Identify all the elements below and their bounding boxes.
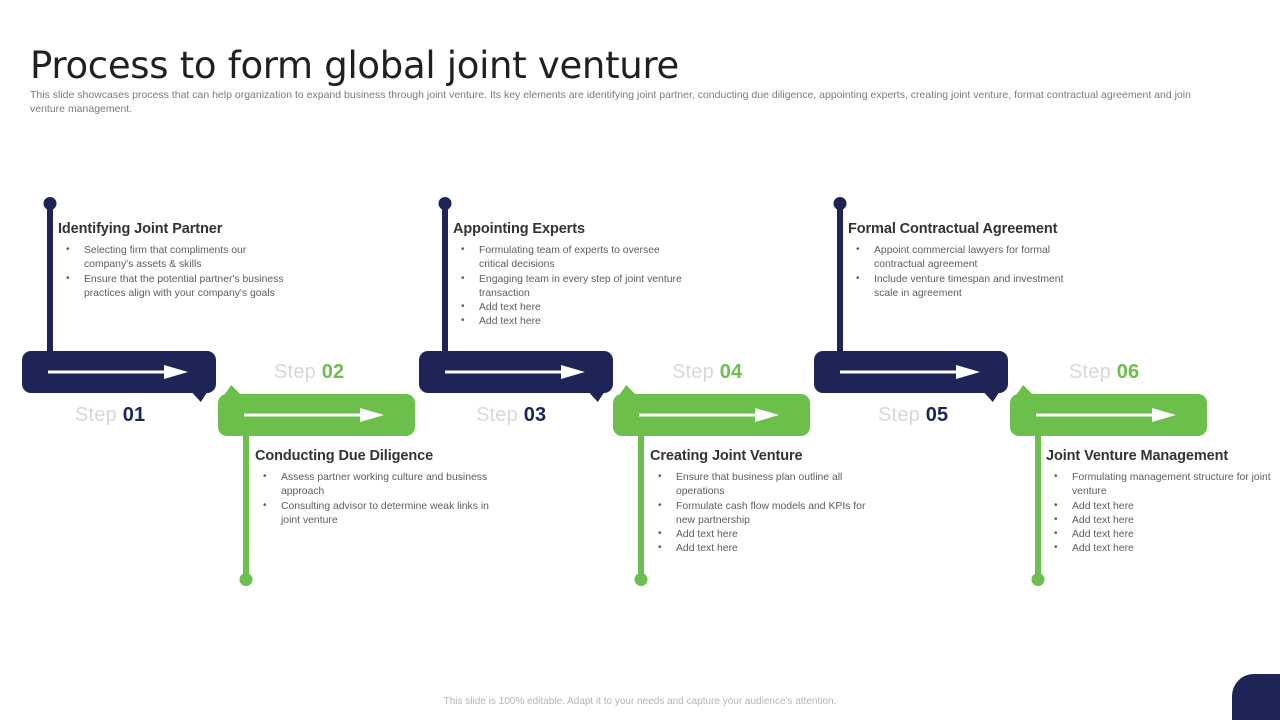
step-04-bar[interactable] [613,385,810,436]
step-03-heading: Appointing Experts [453,221,585,237]
list-item: Add text here [453,300,688,315]
step-06-bullet-list: Formulating management structure for joi… [1046,470,1280,557]
step-02-bullet-list: Assess partner working culture and busin… [255,470,490,529]
step-01-bullet-list: Selecting firm that compliments our comp… [58,243,293,302]
list-item: Consulting advisor to determine weak lin… [255,499,490,529]
step-06-bar-tail [1014,385,1036,398]
step-02-number: 02 [321,361,345,383]
list-item: Formulating team of experts to oversee c… [453,243,688,273]
step-04-stem [634,430,648,586]
step-06-bar[interactable] [1010,385,1207,436]
list-item: Assess partner working culture and busin… [255,470,490,500]
list-item: Add text here [650,541,885,556]
arrow-right-icon [48,365,188,379]
arrow-right-icon [445,365,585,379]
step-06-stem [1031,430,1045,586]
step-06-knob-icon [1031,573,1045,586]
step-03-caption: Step 03 [476,404,546,427]
step-05-caption: Step 05 [878,404,948,427]
arrow-right-icon [1036,408,1176,422]
step-04-knob-icon [634,573,648,586]
step-02-stem [239,430,253,586]
step-02-knob-icon [239,573,253,586]
step-06-number: 06 [1116,361,1140,383]
step-03-stem [438,197,452,358]
arrow-right-icon [840,365,980,379]
corner-decoration [1232,674,1280,720]
step-02-step-word: Step [274,361,316,383]
step-05-step-word: Step [878,404,920,426]
list-item: Add text here [1046,527,1280,542]
step-04-number: 04 [719,361,743,383]
step-03-bar[interactable] [419,351,613,402]
step-04-step-word: Step [672,361,714,383]
step-01-caption: Step 01 [75,404,145,427]
step-05-knob-icon [833,197,847,210]
footer-note: This slide is 100% editable. Adapt it to… [443,696,837,707]
step-01-content: Identifying Joint Partner Selecting firm… [58,221,293,301]
step-06-step-word: Step [1069,361,1111,383]
arrow-right-icon [244,408,384,422]
step-03-number: 03 [523,404,547,426]
step-03-bar-tail [585,388,607,402]
step-02-heading: Conducting Due Diligence [255,448,434,464]
step-05-bar[interactable] [814,351,1008,402]
step-04-bar-tail [617,385,639,398]
step-02-bar-tail [222,385,244,398]
list-item: Formulating management structure for joi… [1046,470,1280,500]
arrow-right-icon [639,408,779,422]
step-02-bar[interactable] [218,385,415,436]
list-item: Add text here [650,527,885,542]
list-item: Add text here [1046,498,1280,514]
step-05-bullet-list: Appoint commercial lawyers for formal co… [848,243,1083,302]
step-06-content: Joint Venture Management Formulating man… [1046,448,1280,557]
list-item: Add text here [1046,541,1280,556]
step-06-heading: Joint Venture Management [1046,448,1229,464]
list-item: Add text here [1046,513,1280,528]
step-04-heading: Creating Joint Venture [650,448,803,464]
step-03-knob-icon [438,197,452,210]
step-05-bar-tail [980,388,1002,402]
list-item: Ensure that the potential partner's busi… [58,272,293,302]
list-item: Formulate cash flow models and KPIs for … [650,499,885,529]
page-subtitle: This slide showcases process that can he… [30,88,1191,115]
step-05-stem [833,197,847,358]
step-02-caption: Step 02 [274,361,344,384]
page-title: Process to form global joint venture [30,43,680,87]
list-item: Ensure that business plan outline all op… [650,470,885,500]
list-item: Selecting firm that compliments our comp… [58,243,293,273]
step-05-heading: Formal Contractual Agreement [848,221,1058,237]
step-01-bar-tail [188,388,210,402]
step-01-heading: Identifying Joint Partner [58,221,223,237]
list-item: Engaging team in every step of joint ven… [453,272,688,302]
step-03-content: Appointing Experts Formulating team of e… [453,221,688,330]
step-03-bullet-list: Formulating team of experts to oversee c… [453,243,688,330]
step-01-bar[interactable] [22,351,216,402]
step-04-bullet-list: Ensure that business plan outline all op… [650,470,885,557]
step-05-number: 05 [925,404,949,426]
step-04-content: Creating Joint Venture Ensure that busin… [650,448,885,557]
step-02-content: Conducting Due Diligence Assess partner … [255,448,490,528]
step-01-stem [43,197,57,358]
step-01-number: 01 [122,404,146,426]
step-04-caption: Step 04 [672,361,742,384]
step-01-step-word: Step [75,404,117,426]
list-item: Add text here [453,314,688,329]
list-item: Include venture timespan and investment … [848,272,1083,302]
step-01-knob-icon [43,197,57,210]
list-item: Appoint commercial lawyers for formal co… [848,243,1083,273]
step-05-content: Formal Contractual Agreement Appoint com… [848,221,1083,301]
step-03-step-word: Step [476,404,518,426]
step-06-caption: Step 06 [1069,361,1139,384]
